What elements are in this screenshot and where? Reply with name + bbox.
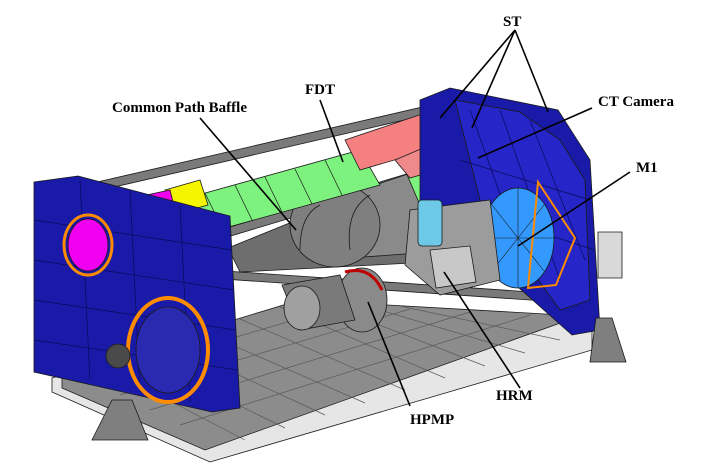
support-legs: [91, 317, 627, 441]
ct-camera-leader: [477, 107, 593, 159]
m1-leader: [517, 171, 631, 247]
st-leader-1: [439, 29, 516, 119]
label-hpmp: HPMP: [410, 412, 454, 428]
side-box: [597, 231, 623, 279]
fdt-leader: [319, 99, 344, 163]
baffle-leader: [199, 117, 297, 231]
label-fdt: FDT: [305, 82, 335, 98]
st-leader-3: [514, 29, 549, 113]
label-common-path-baffle: Common Path Baffle: [112, 100, 247, 116]
st-leader-2: [471, 29, 516, 129]
leader-lines: [199, 29, 631, 407]
label-ct-camera: CT Camera: [598, 94, 674, 110]
left-frame-plate: [33, 175, 241, 413]
hrm-leader: [443, 271, 521, 389]
label-hrm: HRM: [496, 388, 533, 404]
hpmp-leader: [367, 301, 411, 407]
label-st: ST: [503, 14, 521, 30]
label-m1: M1: [636, 160, 658, 176]
